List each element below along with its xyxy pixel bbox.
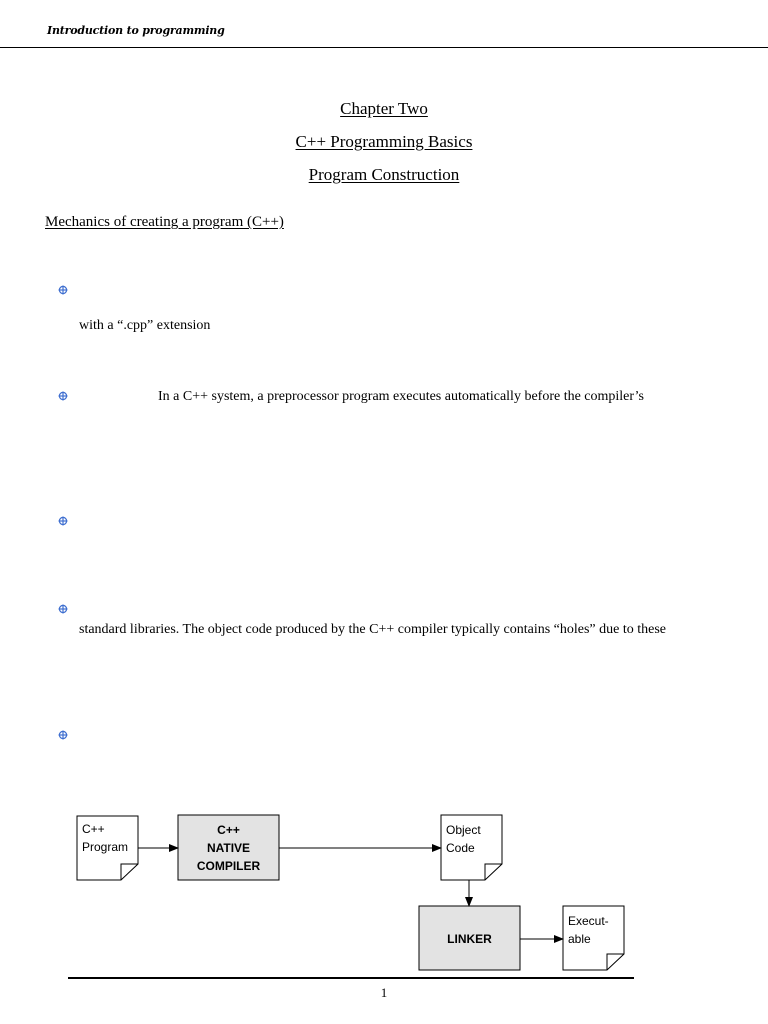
header-rule: [0, 47, 768, 48]
executable-label-line-1: Execut-: [568, 914, 609, 928]
paragraph-1-line-2: with a “.cpp” extension: [79, 318, 211, 333]
bullet-icon: [58, 730, 68, 740]
page-number: 1: [380, 985, 388, 1000]
running-header: Introduction to programming: [47, 24, 225, 37]
bullet-icon: [58, 516, 68, 526]
object-code-label-line-2: Code: [446, 841, 475, 855]
subject-title: C++ Programming Basics: [295, 132, 473, 151]
object-code-label-line-1: Object: [446, 823, 481, 837]
footer-rule: [68, 977, 634, 979]
chapter-title: Chapter Two: [340, 99, 428, 118]
linker-label: LINKER: [447, 932, 492, 946]
cpp-program-label-line-2: Program: [82, 840, 129, 854]
bullet-icon: [58, 391, 68, 401]
executable-label-line-2: able: [568, 932, 591, 946]
compiler-label-line-1: C++: [217, 823, 240, 837]
paragraph-2-line-1: In a C++ system, a preprocessor program …: [158, 389, 644, 404]
section-heading: Mechanics of creating a program (C++): [45, 214, 284, 230]
section-title: Program Construction: [308, 165, 460, 184]
compiler-label-line-3: COMPILER: [196, 859, 261, 873]
bullet-icon: [58, 285, 68, 295]
linker-box-shape: [418, 905, 521, 971]
cpp-program-label-line-1: C++: [82, 822, 105, 836]
compiler-label-line-2: NATIVE: [206, 841, 251, 855]
paragraph-4-line-2: standard libraries. The object code prod…: [79, 622, 667, 637]
bullet-icon: [58, 604, 68, 614]
